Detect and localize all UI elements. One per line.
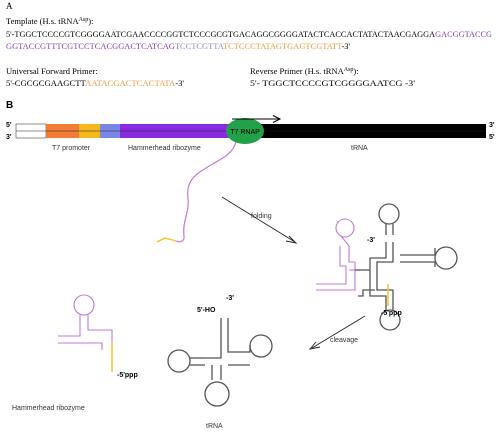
panel-b-label: B (6, 100, 13, 111)
bottom-hammerhead-label: Hammerhead ribozyme (12, 405, 85, 412)
trna-label: tRNA (351, 145, 368, 152)
folding-arrowhead (285, 235, 298, 244)
dna-bottom-5prime: 5' (489, 134, 495, 141)
template-sequence-line-1: 5'-TGGCTCCCCGTCGGGGAATCGAACCCCGGTCTCCCGC… (6, 30, 492, 39)
panel-a-label: A (6, 1, 13, 11)
cleavage-arrowhead (308, 341, 321, 350)
reverse-primer-sequence: 5'- TGGCTCCCCGTCGGGGAATCG -3' (250, 79, 416, 88)
t7-rnap-ellipse (226, 118, 264, 144)
forward-primer-label: Universal Forward Primer: (6, 66, 98, 76)
t7-rnap-label: T7 RNAP (230, 129, 260, 136)
folding-arrow (221, 196, 296, 243)
folded-5ppp-label: -5'ppp (381, 310, 402, 317)
t7-promoter-label: T7 promoter (52, 145, 91, 152)
folded-hammerhead (316, 218, 365, 291)
nascent-transcript (175, 141, 237, 243)
folded-trna (355, 203, 458, 331)
hammerhead-ribozyme-label: Hammerhead ribozyme (128, 145, 201, 152)
dna-top-3prime: 3' (489, 122, 495, 129)
dna-bottom-3prime: 3' (6, 134, 12, 141)
folding-label: folding (251, 213, 272, 220)
mature-trna-5ho-label: 5'-HO (197, 307, 216, 314)
mature-trna-3prime-label: -3' (226, 295, 234, 302)
reverse-primer-label: Reverse Primer (H.s. tRNAAsp): (250, 66, 359, 76)
cleaved-hammerhead (58, 294, 113, 350)
template-label: Template (H.s. tRNAAsp): (6, 16, 93, 26)
transcription-arrowhead (272, 115, 282, 123)
mature-trna (167, 318, 273, 407)
folded-3prime-label: -3' (367, 237, 375, 244)
nascent-transcript-linker (156, 237, 177, 243)
cleavage-label: cleavage (330, 337, 358, 344)
cleavage-arrow (311, 315, 366, 349)
cleaved-hammerhead-5ppp: -5'ppp (117, 372, 138, 379)
bottom-trna-label: tRNA (206, 423, 223, 430)
dna-top-5prime: 5' (6, 122, 12, 129)
dna-construct (15, 123, 486, 139)
